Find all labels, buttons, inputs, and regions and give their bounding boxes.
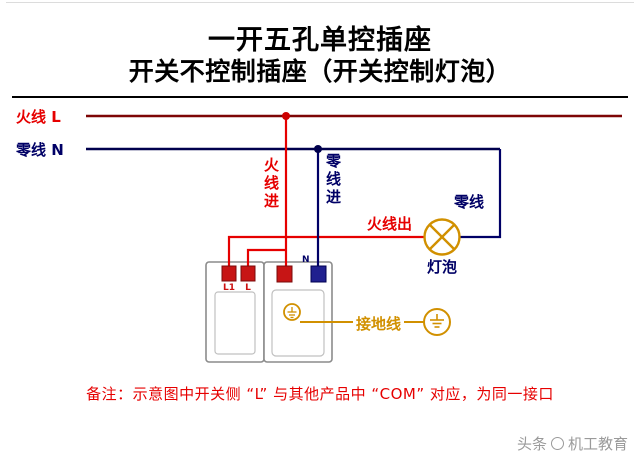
junction-dot-neutral [314, 145, 322, 153]
earth-ground-icon [423, 308, 451, 336]
socket-ground-terminal-icon [283, 303, 301, 321]
neutral-in-label: 零线进 [324, 153, 342, 207]
terminal-n-label: N [302, 255, 310, 265]
page-title-line1: 一开五孔单控插座 [208, 25, 432, 56]
junction-dot-live [282, 112, 290, 120]
terminal-l [240, 265, 256, 282]
ground-wire-label: 接地线 [353, 313, 405, 334]
page-title-line2: 开关不控制插座（开关控制灯泡） [128, 57, 512, 86]
terminal-l-label: L [245, 283, 251, 293]
remark-note: 备注：示意图中开关侧 “L” 与其他产品中 “COM” 对应，为同一接口 [86, 385, 554, 403]
watermark-prefix: 头条 [516, 435, 547, 453]
terminal-l1 [221, 265, 237, 282]
switch-out-wire [227, 235, 424, 268]
live-in-label: 火线进 [262, 157, 280, 211]
terminal-l1-label: L1 [223, 283, 235, 293]
neutral-bulb-wire [460, 149, 502, 239]
bulb-label: 灯泡 [427, 258, 458, 276]
terminal-socket-neutral [310, 265, 327, 283]
toutiao-logo-icon [550, 437, 564, 450]
watermark: 头条 机工教育 [517, 433, 628, 454]
live-jumper-wire [246, 248, 286, 268]
watermark-name: 机工教育 [567, 435, 628, 453]
live-bus-label: 火线 L [16, 108, 61, 126]
terminal-socket-live [276, 265, 293, 283]
live-out-label: 火线出 [367, 215, 413, 233]
switch-rocker-outline [214, 291, 256, 355]
title-divider [12, 96, 628, 98]
top-hairline [6, 2, 634, 3]
bulb-icon [423, 218, 461, 256]
neutral-bus-label: 零线 N [16, 141, 64, 159]
neutral-wire-label: 零线 [454, 193, 485, 211]
